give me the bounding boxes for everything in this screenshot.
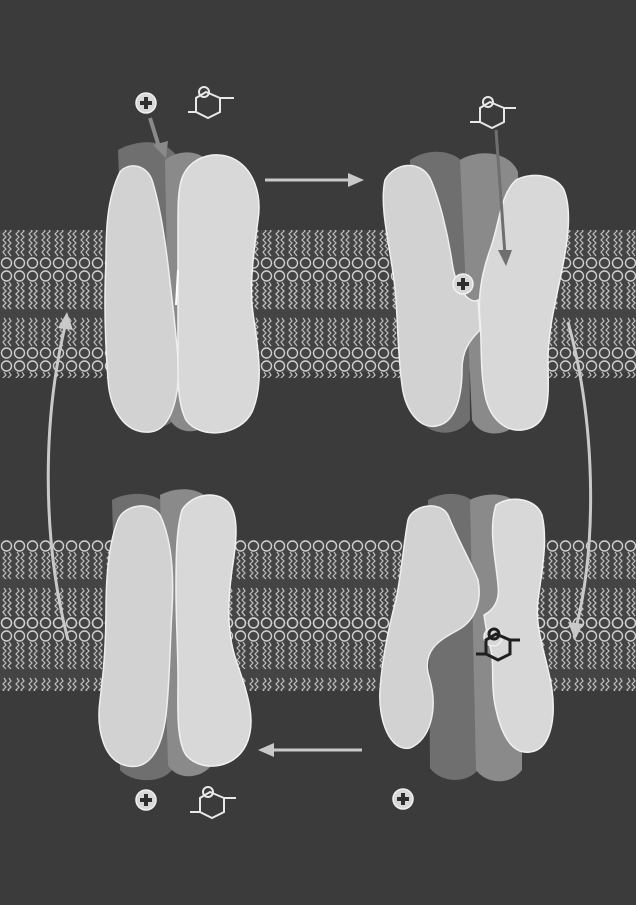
cation-top-left <box>136 93 156 113</box>
subunit-front-right <box>178 155 259 433</box>
transporter-bottom-left <box>99 489 251 780</box>
cation-bottom-left <box>136 790 156 810</box>
cation-bottom-right-released <box>393 789 413 809</box>
transporter-bottom-right <box>380 494 553 781</box>
transporter-top-right <box>383 152 568 434</box>
cation-top-right <box>453 274 473 294</box>
transporter-top-left <box>105 142 259 433</box>
